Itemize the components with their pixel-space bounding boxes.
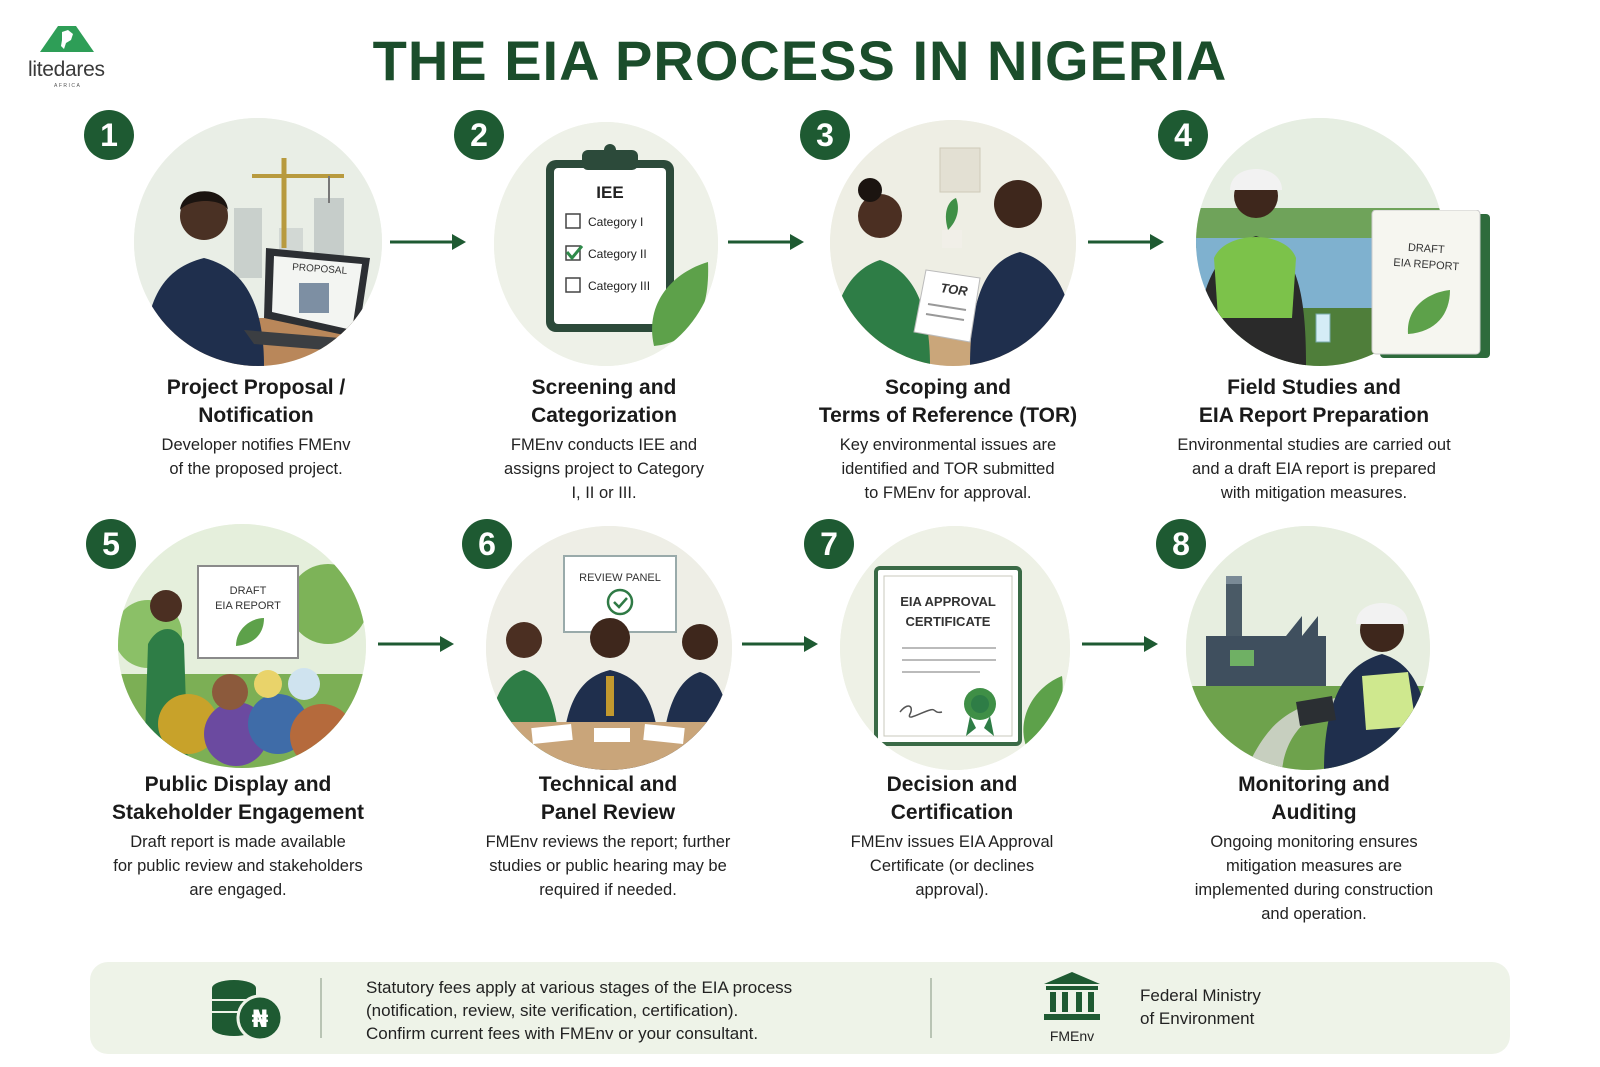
fee-info-bar: ₦ Statutory fees apply at various stages… [90,962,1510,1054]
brand-name: litedares [28,58,105,81]
leaf-icon [236,618,264,646]
step-description: Draft report is made available for publi… [113,833,363,899]
step-title: Scoping and Terms of Reference (TOR) [818,376,1078,427]
step-description: Key environmental issues are identified … [839,436,1057,502]
step-title: Project Proposal / Notification [166,376,346,427]
step-title: Field Studies and EIA Report Preparation [1198,376,1430,427]
naira-symbol: ₦ [252,1005,269,1033]
check-circle-icon [606,588,634,616]
step-title: Technical and Panel Review [538,773,678,824]
coins-naira-icon: ₦ [208,976,284,1042]
flow-arrow [1088,232,1164,252]
draft-label: DRAFT [1407,242,1445,257]
checkmark-icon [565,245,584,261]
monitoring-illustration [1186,526,1430,770]
step-description: FMEnv conducts IEE and assigns project t… [504,436,704,502]
step-title: Decision and Certification [886,773,1018,824]
certificate-title-line2: CERTIFICATE [906,614,991,629]
signature-icon [899,705,943,718]
board-draft-label: DRAFT [230,585,267,597]
brand-logo: litedares AFRICA [26,26,136,90]
step-number-badge: 4 [1158,110,1208,160]
flow-arrow [742,634,818,654]
tor-document-label: TOR [940,280,970,299]
iee-heading: IEE [596,183,623,202]
certification-illustration: EIA APPROVAL CERTIFICATE [840,526,1070,770]
step-number-badge: 6 [462,519,512,569]
divider [320,978,322,1038]
step-title: Monitoring and Auditing [1238,773,1390,824]
review-panel-sign: REVIEW PANEL [579,572,661,584]
page-title: THE EIA PROCESS IN NIGERIA [372,29,1228,92]
step-number-badge: 7 [804,519,854,569]
step-number-badge: 1 [84,110,134,160]
eia-report-label: EIA REPORT [1393,257,1460,274]
step-title: Public Display and Stakeholder Engagemen… [111,773,365,824]
certificate-title-line1: EIA APPROVAL [900,594,996,609]
brand-subtitle: AFRICA [54,83,82,89]
step-number-badge: 5 [86,519,136,569]
panel-review-illustration: REVIEW PANEL [486,526,732,770]
category-option: Category I [588,215,643,229]
step-title: Screening and Categorization [531,376,677,427]
step-number-badge: 8 [1156,519,1206,569]
project-proposal-illustration: PROPOSAL [134,118,382,366]
flow-arrow [728,232,804,252]
step-description: FMEnv issues EIA Approval Certificate (o… [850,833,1054,899]
step-description: Environmental studies are carried out an… [1177,436,1451,502]
fee-notice: Statutory fees apply at various stages o… [366,978,793,1043]
government-building-icon [1044,972,1100,1020]
step-number-badge: 3 [800,110,850,160]
category-option: Category II [588,247,647,261]
draft-eia-report-document: DRAFT EIA REPORT [1368,209,1492,360]
divider [930,978,932,1038]
leaf-icon [1023,676,1063,746]
africa-map-icon [40,26,94,52]
public-display-illustration: DRAFT EIA REPORT [118,524,366,768]
step-description: Ongoing monitoring ensures mitigation me… [1194,833,1434,923]
ministry-name: Federal Ministry of Environment [1140,986,1261,1028]
board-eia-label: EIA REPORT [215,600,281,612]
step-description: FMEnv reviews the report; further studie… [485,833,731,899]
leaf-icon [1407,290,1450,334]
flow-arrow [1082,634,1158,654]
proposal-screen-label: PROPOSAL [292,262,348,277]
flow-arrow [390,232,466,252]
step-description: Developer notifies FMEnv of the proposed… [161,436,351,478]
screening-clipboard-illustration: IEE Category I Category II Category III [494,122,718,366]
step-number-badge: 2 [454,110,504,160]
category-option: Category III [588,279,650,293]
scoping-meeting-illustration: TOR [830,120,1076,366]
flow-arrow [378,634,454,654]
ministry-abbreviation: FMEnv [1049,1028,1095,1044]
